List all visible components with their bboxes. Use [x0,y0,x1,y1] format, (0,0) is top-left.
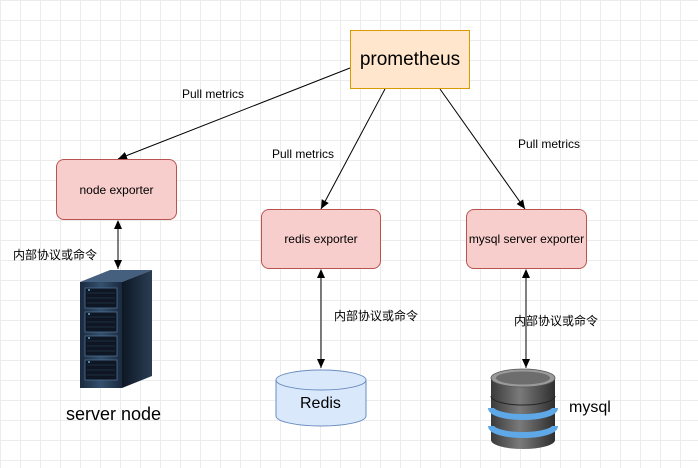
database-cylinder-icon [275,369,367,427]
pull-metrics-label-mysql: Pull metrics [518,137,581,151]
protocol-label-redis: 内部协议或命令 [334,309,419,323]
redis-exporter-node[interactable]: redis exporter [261,209,381,269]
edge-prometheus-to-mysql-exporter [439,88,526,210]
server-rack-icon [80,270,152,388]
protocol-label-mysql: 内部协议或命令 [514,314,599,328]
pull-metrics-label-node: Pull metrics [182,87,245,101]
edge-prometheus-to-redis-exporter [320,88,386,210]
redis-label: Redis [300,395,341,412]
node-exporter-node[interactable]: node exporter [56,159,177,220]
pull-metrics-label-redis: Pull metrics [272,147,335,161]
edge-prometheus-to-node-exporter [117,67,351,160]
prometheus-node[interactable]: prometheus [350,30,470,89]
server-node-label: server node [66,404,162,424]
protocol-label-node: 内部协议或命令 [13,248,98,262]
mysql-database-icon [488,368,558,449]
mysql-exporter-node[interactable]: mysql server exporter [466,209,587,269]
mysql-label: mysql [569,399,611,416]
